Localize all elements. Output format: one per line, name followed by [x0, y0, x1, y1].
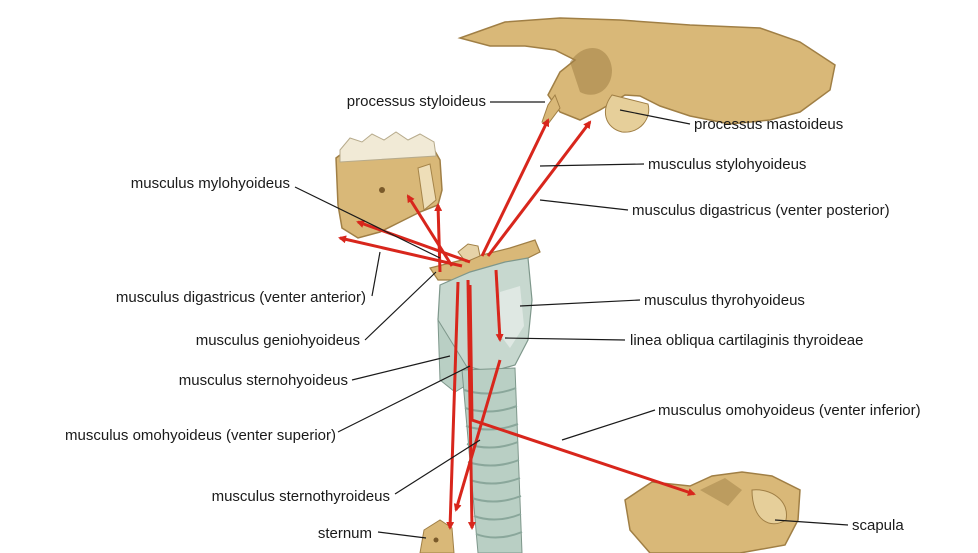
label-musculus-geniohyoideus: musculus geniohyoideus [196, 332, 360, 350]
label-processus-styloideus: processus styloideus [347, 93, 486, 111]
label-scapula: scapula [852, 517, 904, 535]
label-processus-mastoideus: processus mastoideus [694, 116, 843, 134]
label-musculus-digastricus-posterior: musculus digastricus (venter posterior) [632, 202, 890, 220]
label-musculus-thyrohyoideus: musculus thyrohyoideus [644, 292, 805, 310]
label-musculus-omohyoideus-superior: musculus omohyoideus (venter superior) [65, 427, 336, 445]
scapula-bone [625, 472, 800, 553]
label-linea-obliqua: linea obliqua cartilaginis thyroideae [630, 332, 863, 350]
label-musculus-sternothyroideus: musculus sternothyroideus [212, 488, 390, 506]
label-musculus-mylohyoideus: musculus mylohyoideus [131, 175, 290, 193]
label-sternum: sternum [318, 525, 372, 543]
label-musculus-digastricus-anterior: musculus digastricus (venter anterior) [116, 289, 366, 307]
label-musculus-stylohyoideus: musculus stylohyoideus [648, 156, 806, 174]
label-musculus-omohyoideus-inferior: musculus omohyoideus (venter inferior) [658, 402, 921, 420]
label-musculus-sternohyoideus: musculus sternohyoideus [179, 372, 348, 390]
